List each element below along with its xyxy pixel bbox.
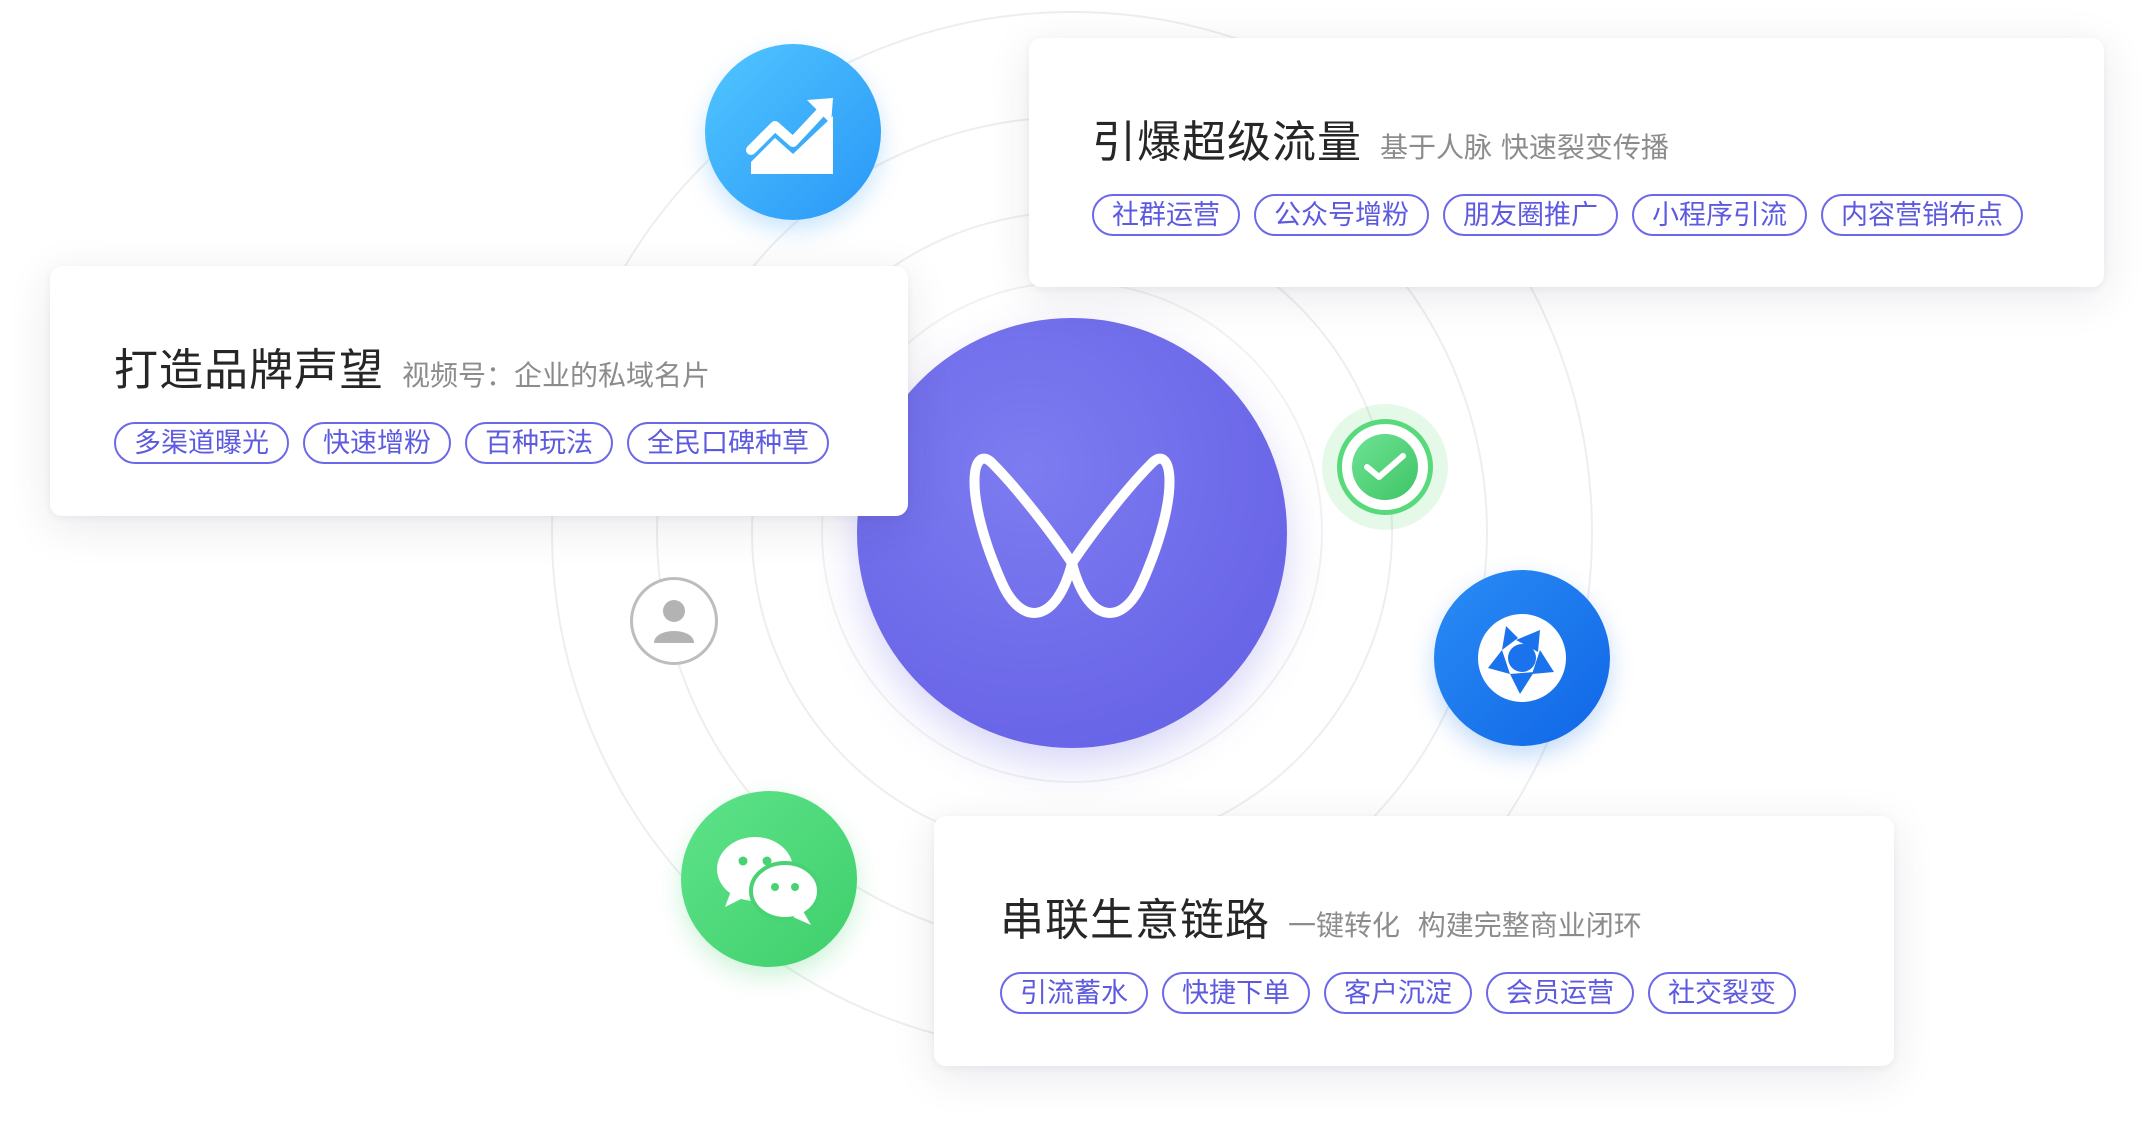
tag-word-of-mouth[interactable]: 全民口碑种草 <box>627 422 829 464</box>
tag-hundred-ways[interactable]: 百种玩法 <box>465 422 613 464</box>
card-business: 串联生意链路 一键转化 构建完整商业闭环 引流蓄水 快捷下单 客户沉淀 会员运营… <box>934 816 1894 1066</box>
trend-chart-icon <box>746 98 833 174</box>
tag-list: 社群运营 公众号增粉 朋友圈推广 小程序引流 内容营销布点 <box>1092 194 2104 236</box>
user-avatar-icon <box>654 600 694 643</box>
user-bubble <box>630 577 718 665</box>
tag-content-marketing[interactable]: 内容营销布点 <box>1821 194 2023 236</box>
card-title: 引爆超级流量 <box>1092 117 1362 168</box>
card-title: 串联生意链路 <box>1000 895 1270 946</box>
tag-mini-program[interactable]: 小程序引流 <box>1632 194 1807 236</box>
growth-bubble <box>705 44 881 220</box>
tag-community[interactable]: 社群运营 <box>1092 194 1240 236</box>
wechat-bubble <box>681 791 857 967</box>
mini-program-bubble <box>1322 404 1448 530</box>
infinity-logo-icon <box>969 453 1175 618</box>
card-brand: 打造品牌声望 视频号：企业的私域名片 多渠道曝光 快速增粉 百种玩法 全民口碑种… <box>50 266 908 516</box>
tag-official-account[interactable]: 公众号增粉 <box>1254 194 1429 236</box>
tag-customer-retention[interactable]: 客户沉淀 <box>1324 972 1472 1014</box>
center-logo <box>857 318 1287 748</box>
card-traffic: 引爆超级流量 基于人脉 快速裂变传播 社群运营 公众号增粉 朋友圈推广 小程序引… <box>1029 38 2104 287</box>
wechat-chat-icon <box>717 837 821 925</box>
tag-membership[interactable]: 会员运营 <box>1486 972 1634 1014</box>
tag-list: 引流蓄水 快捷下单 客户沉淀 会员运营 社交裂变 <box>1000 972 1894 1014</box>
tag-social-fission[interactable]: 社交裂变 <box>1648 972 1796 1014</box>
tag-multi-channel[interactable]: 多渠道曝光 <box>114 422 289 464</box>
tag-moments[interactable]: 朋友圈推广 <box>1443 194 1618 236</box>
tag-traffic-pool[interactable]: 引流蓄水 <box>1000 972 1148 1014</box>
tag-quick-order[interactable]: 快捷下单 <box>1162 972 1310 1014</box>
shutter-bubble <box>1434 570 1610 746</box>
card-subtitle: 基于人脉 快速裂变传播 <box>1380 131 1669 164</box>
tag-fast-fans[interactable]: 快速增粉 <box>303 422 451 464</box>
wechat-pay-icon <box>1364 453 1406 480</box>
card-title: 打造品牌声望 <box>114 345 384 396</box>
camera-shutter-icon <box>1478 614 1566 702</box>
card-subtitle: 视频号：企业的私域名片 <box>402 359 711 392</box>
card-subtitle: 一键转化 构建完整商业闭环 <box>1288 909 1642 942</box>
tag-list: 多渠道曝光 快速增粉 百种玩法 全民口碑种草 <box>114 422 908 464</box>
